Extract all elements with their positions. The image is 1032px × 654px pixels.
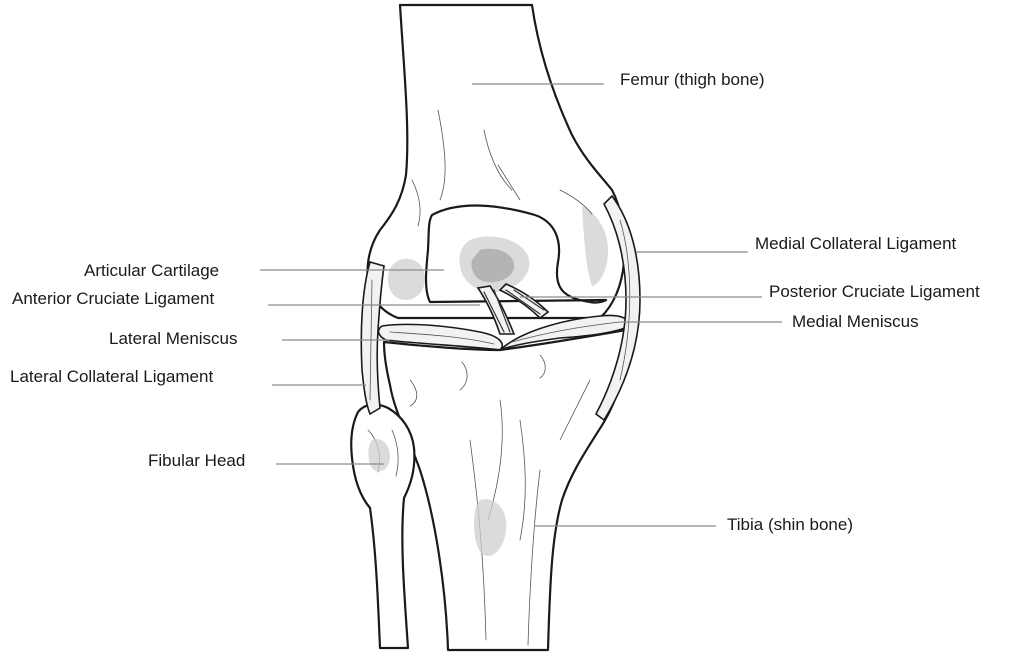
- label-medial-collateral-ligament: Medial Collateral Ligament: [755, 234, 956, 254]
- label-lateral-collateral-ligament: Lateral Collateral Ligament: [10, 367, 213, 387]
- label-femur: Femur (thigh bone): [620, 70, 765, 90]
- label-anterior-cruciate-ligament: Anterior Cruciate Ligament: [12, 289, 214, 309]
- label-lateral-meniscus: Lateral Meniscus: [109, 329, 238, 349]
- fibula: [351, 405, 414, 648]
- label-medial-meniscus: Medial Meniscus: [792, 312, 919, 332]
- label-tibia: Tibia (shin bone): [727, 515, 853, 535]
- tibia: [384, 330, 626, 650]
- femur: [368, 5, 625, 318]
- label-fibular-head: Fibular Head: [148, 451, 245, 471]
- label-articular-cartilage: Articular Cartilage: [84, 261, 219, 281]
- label-posterior-cruciate-ligament: Posterior Cruciate Ligament: [769, 282, 980, 302]
